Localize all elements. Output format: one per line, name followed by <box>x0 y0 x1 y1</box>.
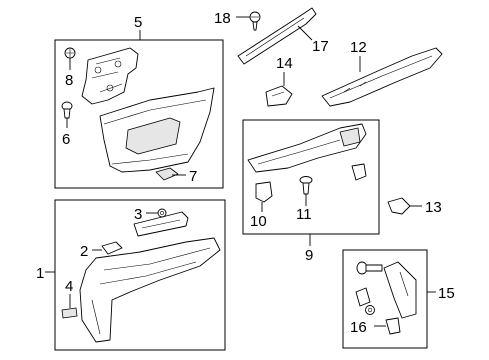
pad-4 <box>61 307 78 319</box>
clip-right <box>351 163 367 181</box>
clip-16 <box>385 317 401 335</box>
nut-15 <box>365 305 375 315</box>
callout-3: 3 <box>134 206 142 223</box>
callout-8: 8 <box>65 72 73 89</box>
callout-15: 15 <box>438 285 455 302</box>
callout-12: 12 <box>350 39 367 56</box>
quarter-trim-group-box <box>54 39 224 189</box>
callout-13: 13 <box>425 199 442 216</box>
callout-7: 7 <box>189 168 197 185</box>
callout-18: 18 <box>214 10 231 27</box>
callout-9: 9 <box>305 247 313 264</box>
screw-18 <box>249 11 261 31</box>
clip-2 <box>101 241 123 255</box>
callout-2: 2 <box>80 243 88 260</box>
bracket-5 <box>81 47 139 105</box>
callout-16: 16 <box>350 319 367 336</box>
clip-8 <box>64 47 76 59</box>
push-pin-6 <box>61 101 73 119</box>
bracket-14 <box>265 85 293 107</box>
fastener-group-box <box>342 249 428 349</box>
sill-cover-12 <box>321 47 443 107</box>
lower-trim-group-box <box>54 199 226 351</box>
callout-17: 17 <box>312 38 329 55</box>
pin-11 <box>299 176 313 195</box>
callout-1: 1 <box>36 265 44 282</box>
sill-group-box <box>242 119 380 235</box>
spacer-15 <box>355 287 371 307</box>
callout-4: 4 <box>65 278 73 295</box>
clip-10 <box>255 181 273 203</box>
bracket-15 <box>383 261 417 319</box>
pad-7 <box>155 167 179 181</box>
washer-3 <box>157 208 167 218</box>
callout-5: 5 <box>134 14 142 31</box>
callout-11: 11 <box>296 206 312 223</box>
lower-trim-panel <box>79 237 221 343</box>
strip-17 <box>237 7 317 65</box>
strip-3 <box>133 211 189 237</box>
sill-panel-9 <box>247 123 367 173</box>
clip-13 <box>387 197 411 215</box>
callout-14: 14 <box>276 55 293 72</box>
quarter-trim-panel <box>99 87 215 173</box>
callout-6: 6 <box>62 131 70 148</box>
screw-15 <box>356 261 383 275</box>
callout-10: 10 <box>250 213 267 230</box>
